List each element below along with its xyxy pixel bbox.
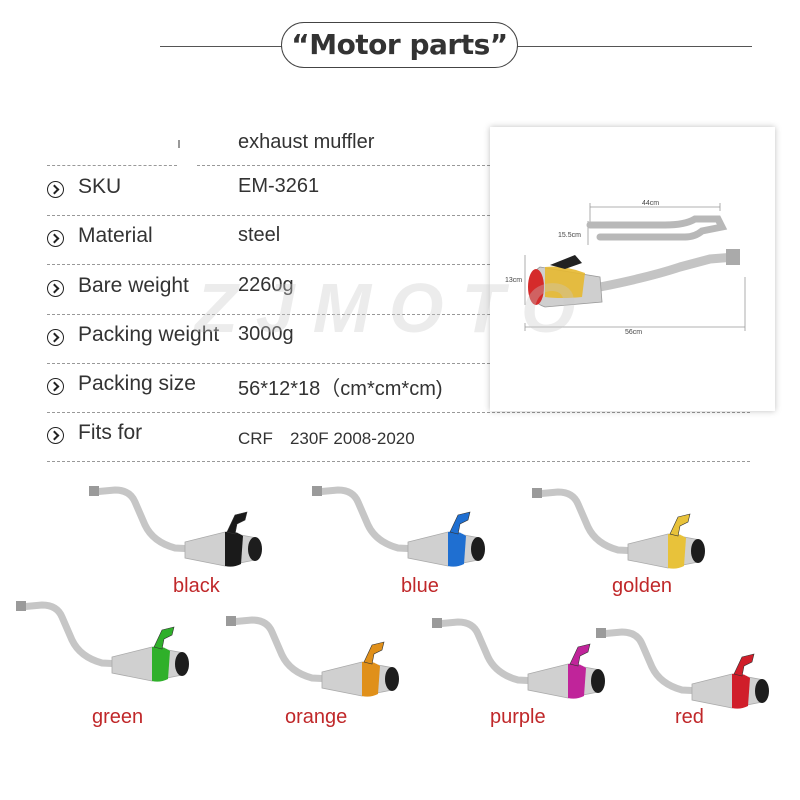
spec-label: Bare weight [78,274,189,297]
dim-length-label: 56cm [625,329,642,336]
spec-value: steel [238,224,281,246]
divider-tick [178,140,180,148]
spec-row-packing-weight: Packing weight 3000g [47,315,750,364]
variant-label-red: red [675,706,704,728]
spec-value: 2260g [238,274,294,296]
chevron-right-circle-icon [47,378,64,395]
row-separator [197,165,750,166]
header-line-left [160,46,285,47]
watermark-logo: ZJMOTO [195,269,594,347]
product-name: exhaust muffler [238,131,375,153]
spec-label: Fits for [78,421,143,444]
dim-top-label: 44cm [642,200,659,207]
row-separator [47,363,750,364]
muffler-dimension-illustration: 44cm 15.5cm 13cm 56cm [505,200,746,336]
variant-image-black[interactable] [85,480,270,575]
page-title: “Motor parts” [281,22,518,68]
spec-row-bare-weight: Bare weight 2260g [47,266,750,315]
spec-row-sku: SKU EM-3261 [47,167,750,216]
chevron-right-circle-icon [47,329,64,346]
spec-label: Material [78,224,153,247]
chevron-right-circle-icon [47,280,64,297]
exhaust-muffler-icon [532,488,705,569]
exhaust-muffler-icon [89,486,262,567]
variant-label-blue: blue [401,575,439,597]
variant-label-orange: orange [285,706,348,728]
spec-label: Packing weight [78,323,220,346]
row-separator [47,461,750,462]
chevron-right-circle-icon [47,181,64,198]
spec-row-fits-for: Fits for CRF 230F 2008-2020 [47,413,750,462]
exhaust-muffler-icon [596,628,769,709]
spec-label: Packing size [78,372,196,395]
spec-row-material: Material steel [47,216,750,265]
dim-side-label: 13cm [505,277,522,284]
dim-height-label: 15.5cm [558,232,581,239]
variant-image-green[interactable] [12,595,197,690]
spec-value: CRF 230F 2008-2020 [238,429,415,448]
spec-value: EM-3261 [238,175,320,197]
variant-label-green: green [92,706,144,728]
spec-row-packing-size: Packing size 56*12*18（cm*cm*cm) [47,364,750,413]
exhaust-muffler-icon [16,601,189,682]
row-separator [47,412,750,413]
row-separator [47,314,750,315]
exhaust-muffler-icon [226,616,399,697]
variant-image-blue[interactable] [308,480,493,575]
variant-label-purple: purple [490,706,546,728]
variant-image-golden[interactable] [528,482,713,577]
dimension-photo: 44cm 15.5cm 13cm 56cm [490,127,775,411]
row-separator [47,264,750,265]
exhaust-muffler-icon [432,618,605,699]
variant-image-red[interactable] [592,622,777,717]
spec-label: SKU [78,175,122,198]
variant-image-purple[interactable] [428,612,613,707]
exhaust-muffler-icon [312,486,485,567]
variant-image-orange[interactable] [222,610,407,705]
header-line-right [515,46,752,47]
chevron-right-circle-icon [47,230,64,247]
spec-value: 56*12*18（cm*cm*cm) [238,378,443,400]
row-separator [47,215,750,216]
variant-label-golden: golden [612,575,673,597]
row-separator [47,165,177,166]
chevron-right-circle-icon [47,427,64,444]
spec-value: 3000g [238,323,294,345]
spec-row-product: exhaust muffler [47,117,750,166]
variant-label-black: black [173,575,220,597]
